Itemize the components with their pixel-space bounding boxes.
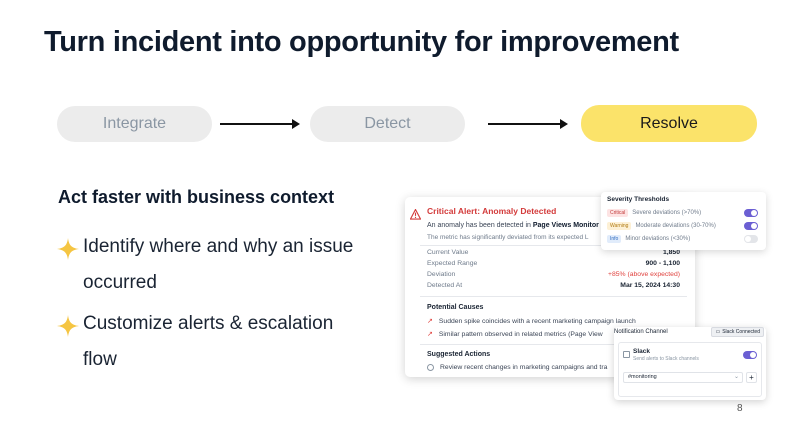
step-detect: Detect (310, 106, 465, 142)
bullet-item: Identify where and why an issue occurred (57, 236, 403, 296)
severity-row: Critical Severe deviations (>70%) (607, 207, 758, 218)
channel-description: Send alerts to Slack channels (633, 356, 699, 362)
slack-channel-panel: Slack Send alerts to Slack channels #mon… (618, 342, 762, 397)
alert-metric-name: Page Views Monitor (532, 222, 599, 229)
alert-detail: The metric has significantly deviated fr… (427, 234, 589, 241)
sparkle-icon (57, 315, 79, 337)
page-title: Turn incident into opportunity for impro… (44, 26, 679, 58)
bullet-text: Identify where and why an issue occurred (83, 236, 354, 293)
trending-up-icon: ↗ (427, 318, 433, 325)
metric-row: Deviation+85% (above expected) (427, 271, 680, 278)
notification-title: Notification Channel (614, 329, 668, 335)
chat-icon: ▭ (715, 329, 721, 335)
section-heading: Act faster with business context (58, 187, 335, 207)
warning-toggle[interactable] (744, 221, 758, 230)
info-toggle[interactable] (744, 234, 758, 243)
severity-row: Info Minor deviations (<30%) (607, 233, 758, 244)
channel-name: Slack (633, 348, 650, 355)
info-badge: Info (607, 234, 622, 243)
cause-item: ↗Similar pattern observed in related met… (427, 330, 603, 339)
severity-thresholds-card: Severity Thresholds Critical Severe devi… (601, 192, 766, 250)
divider (420, 344, 687, 345)
arrow-right-icon (488, 119, 568, 129)
alert-title: Critical Alert: Anomaly Detected (427, 206, 557, 216)
notification-channel-card: Notification Channel ▭Slack Connected Sl… (614, 327, 766, 400)
divider (420, 245, 687, 246)
divider (420, 296, 687, 297)
page-number: 8 (737, 403, 743, 414)
bullet-item: Customize alerts & escalation flow (57, 313, 403, 373)
alert-description: An anomaly has been detected in Page Vie… (427, 222, 599, 229)
slack-toggle[interactable] (743, 351, 757, 359)
step-integrate: Integrate (57, 106, 212, 142)
arrow-right-icon (220, 119, 300, 129)
trending-up-icon: ↗ (427, 331, 433, 338)
severity-title: Severity Thresholds (607, 196, 670, 203)
add-channel-button[interactable]: + (746, 372, 757, 383)
info-circle-icon (427, 364, 434, 371)
slack-connected-badge: ▭Slack Connected (711, 327, 764, 337)
causes-title: Potential Causes (427, 304, 484, 311)
warning-icon (410, 209, 421, 220)
channel-select[interactable]: #monitoring ⌄ (623, 372, 743, 383)
chevron-down-icon: ⌄ (733, 374, 739, 380)
action-item[interactable]: Review recent changes in marketing campa… (427, 364, 607, 371)
sparkle-icon (57, 238, 79, 260)
critical-toggle[interactable] (744, 208, 758, 217)
critical-badge: Critical (607, 208, 629, 217)
actions-title: Suggested Actions (427, 351, 491, 358)
slack-icon (623, 351, 630, 358)
warning-badge: Warning (607, 221, 632, 230)
step-resolve: Resolve (581, 105, 757, 142)
bullet-text: Customize alerts & escalation flow (83, 313, 334, 370)
severity-row: Warning Moderate deviations (30-70%) (607, 220, 758, 231)
cause-item: ↗Sudden spike coincides with a recent ma… (427, 317, 636, 326)
